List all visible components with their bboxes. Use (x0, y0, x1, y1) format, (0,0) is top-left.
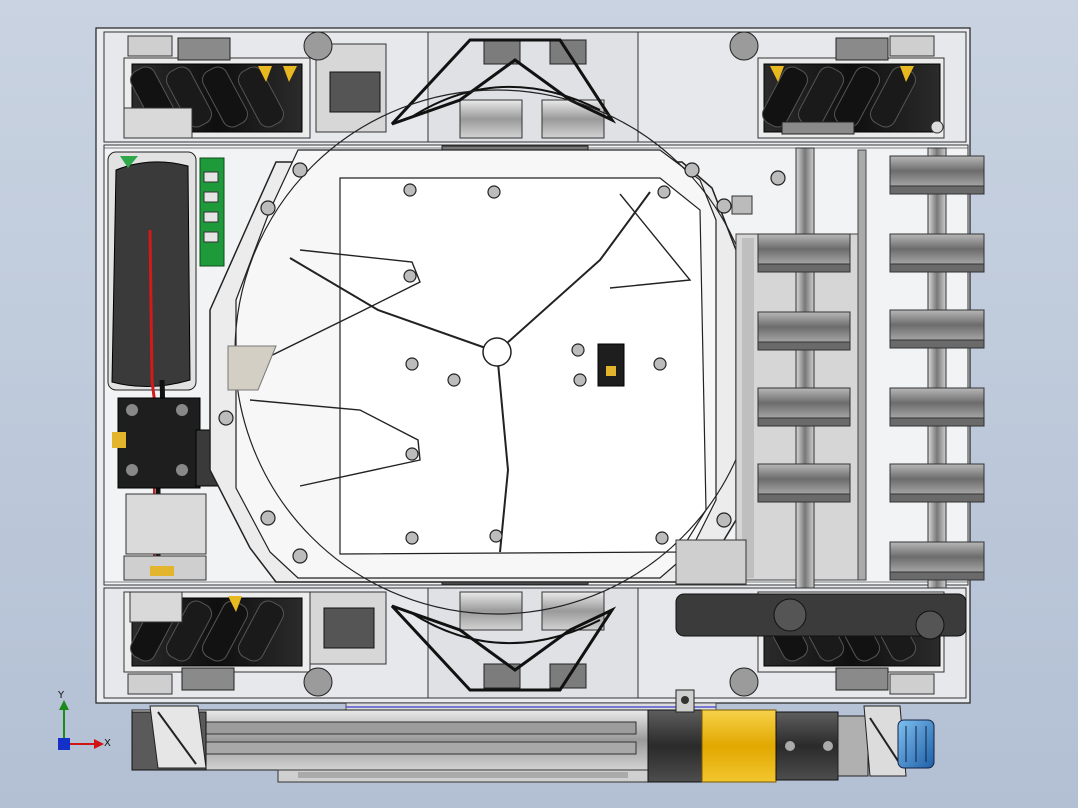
x-axis-label: X (104, 738, 111, 749)
shaft-coupling (837, 705, 935, 777)
mecanum-wheel-rear-right (675, 591, 967, 695)
mecanum-wheel-front-right (757, 35, 945, 139)
mecanum-wheel-front-left (123, 35, 311, 139)
drive-motor (647, 689, 839, 783)
linear-actuator (131, 705, 653, 783)
coordinate-triad: Y X (57, 690, 111, 750)
roller-shaft (675, 121, 985, 589)
drive-module-bottom (303, 575, 759, 699)
switch-module (112, 397, 227, 581)
y-axis-label: Y (57, 690, 65, 701)
control-board (199, 157, 225, 267)
drive-module-top (303, 31, 759, 155)
z-axis-marker (58, 738, 70, 750)
mecanum-wheel-rear-left (123, 591, 311, 695)
rotating-platform (209, 89, 788, 615)
